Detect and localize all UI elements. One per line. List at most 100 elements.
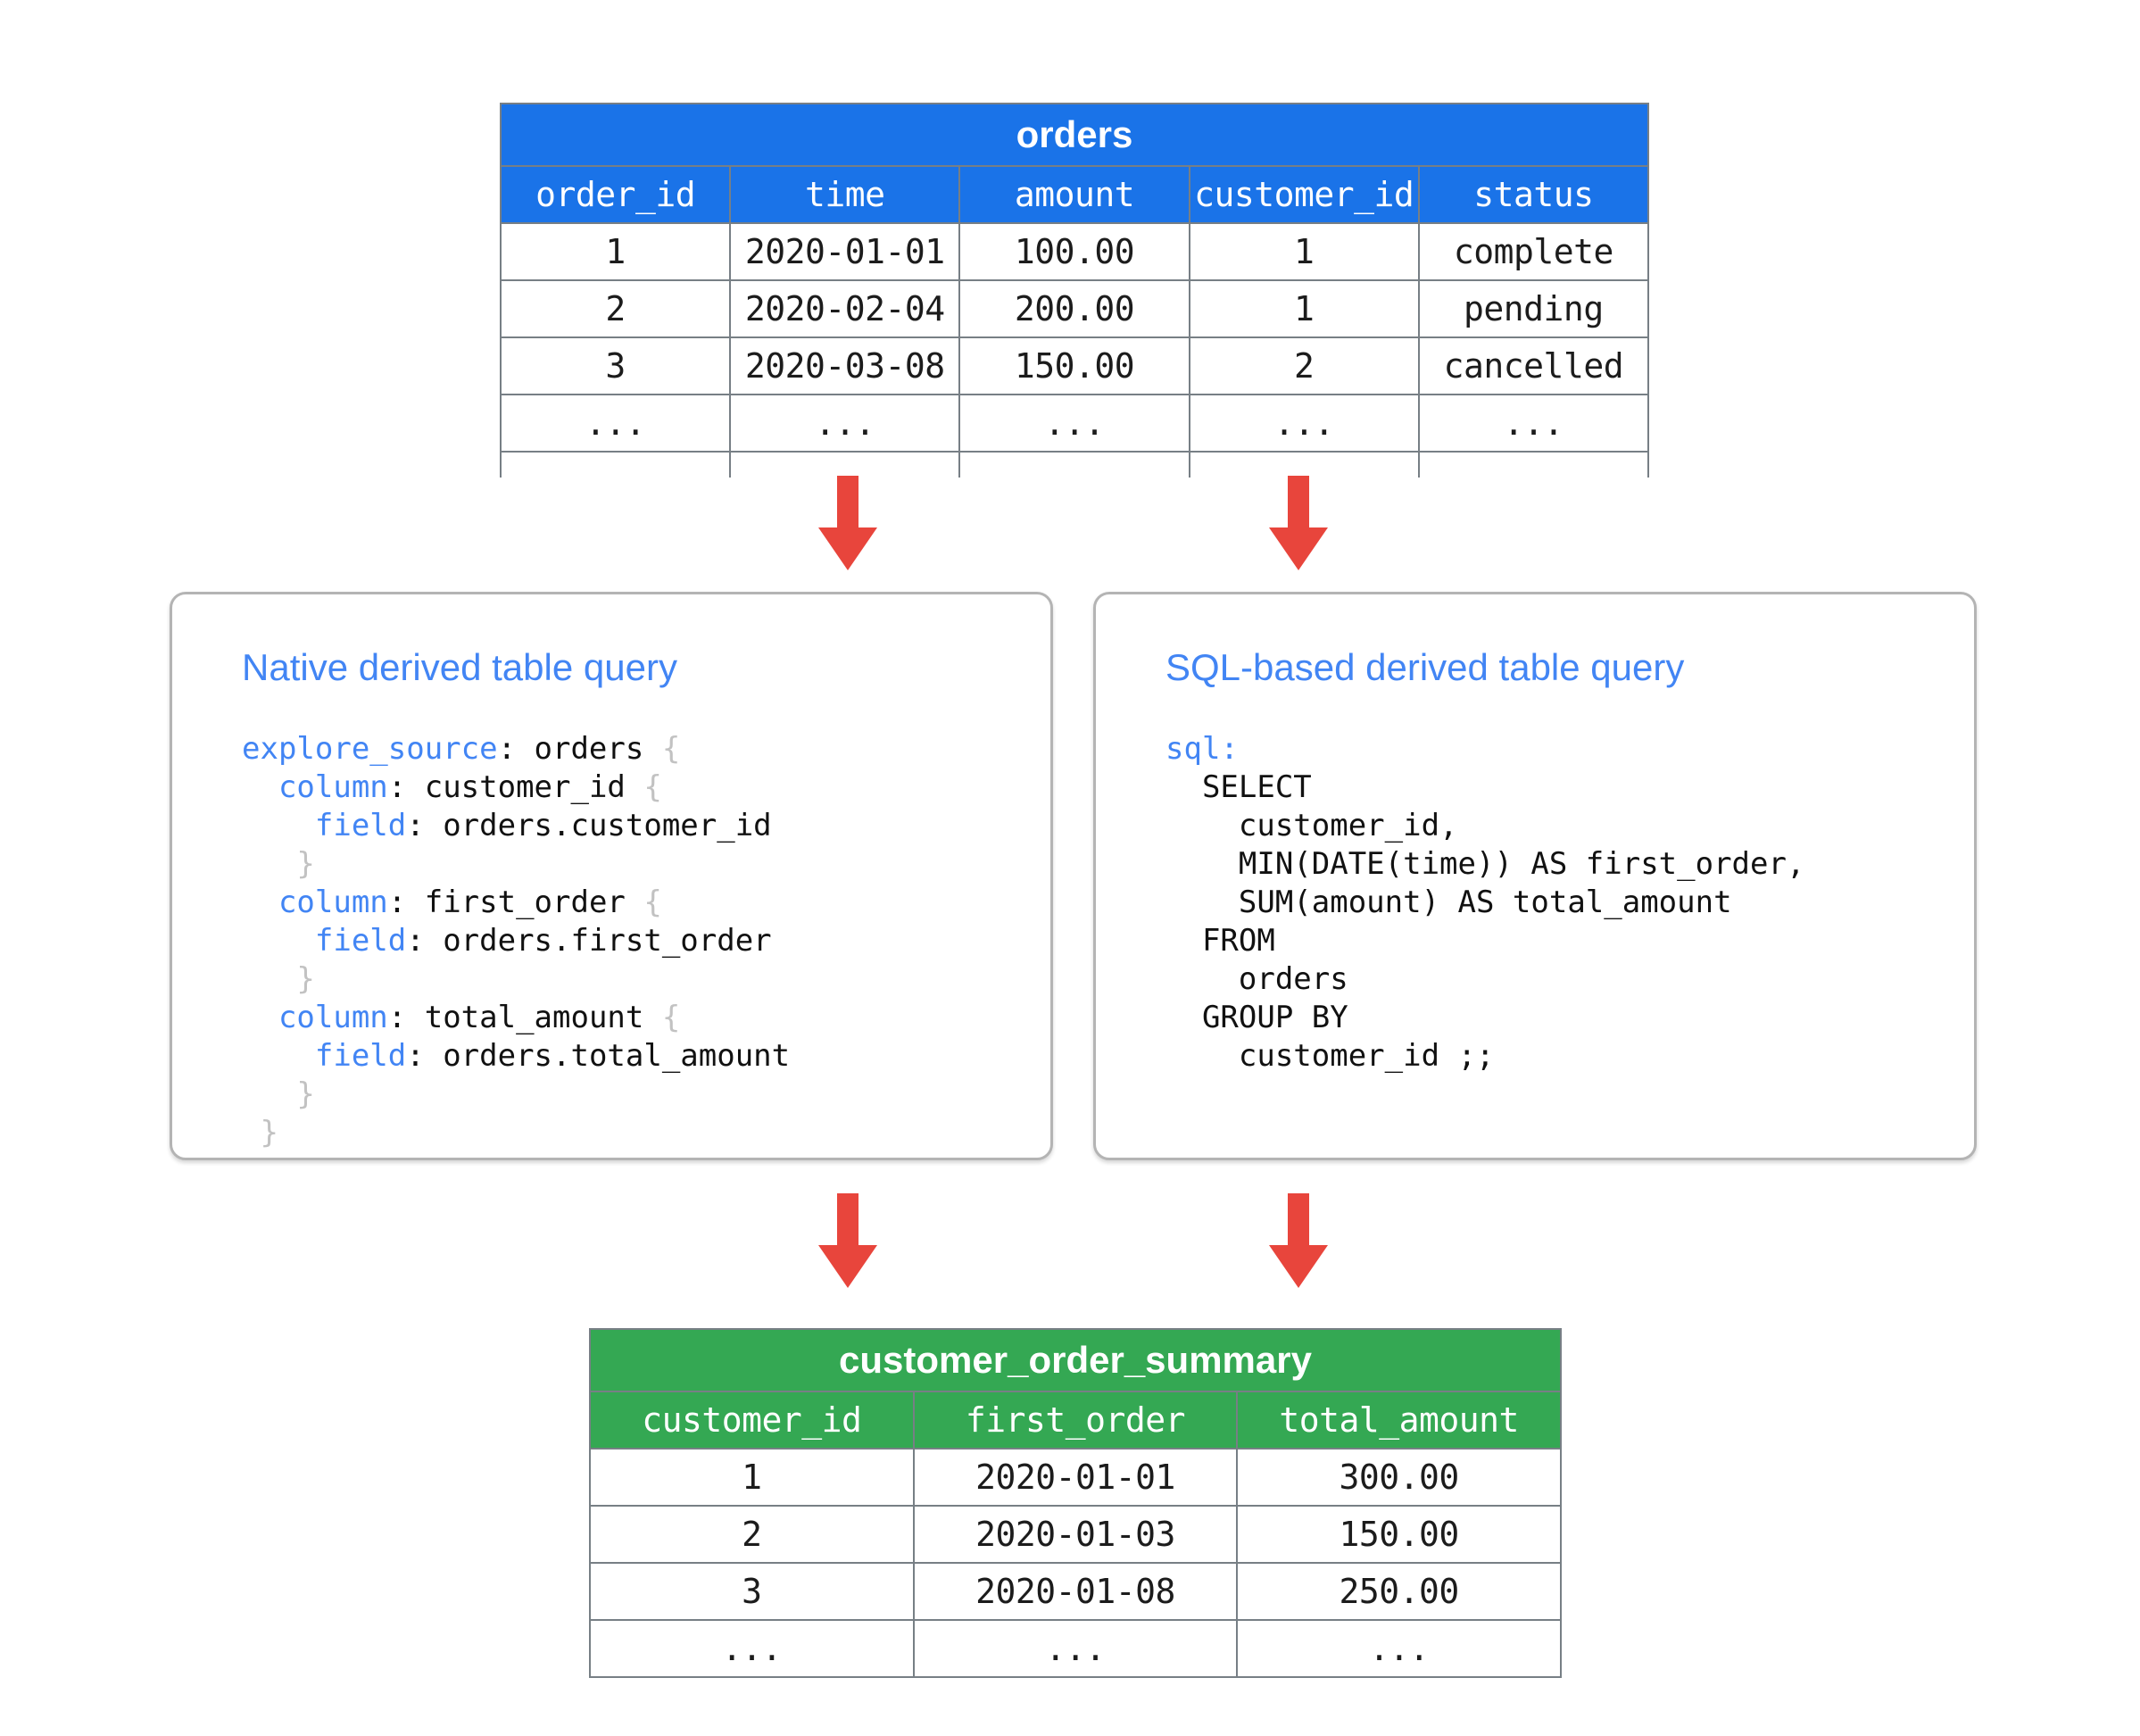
code-token: : first_order	[387, 885, 644, 920]
code-token: sql:	[1165, 731, 1239, 767]
native-code-block: explore_source: orders { column: custome…	[242, 730, 790, 1152]
summary-title-row: customer_order_summary	[589, 1328, 1562, 1392]
code-token	[242, 846, 296, 882]
orders-cell: 2020-03-08	[729, 336, 961, 395]
orders-cell: pending	[1417, 279, 1650, 338]
code-token: }	[296, 1076, 315, 1112]
code-line: SELECT	[1165, 768, 1804, 807]
orders-cell: 2	[1188, 336, 1420, 395]
arrow-shaft	[837, 476, 858, 531]
summary-cell: 250.00	[1236, 1562, 1562, 1621]
summary-cell: 2020-01-03	[912, 1505, 1239, 1564]
table-row: 3 2020-03-08 150.00 2 cancelled	[500, 336, 1650, 395]
table-row-ellipsis: ... ... ... ... ...	[500, 394, 1650, 453]
orders-column-header-amount: amount	[958, 165, 1190, 224]
summary-cell: 2020-01-08	[912, 1562, 1239, 1621]
code-token	[242, 961, 296, 997]
code-line: explore_source: orders {	[242, 730, 790, 768]
summary-cell: 300.00	[1236, 1448, 1562, 1507]
orders-cell: ...	[500, 394, 732, 453]
orders-cell: 2020-02-04	[729, 279, 961, 338]
code-token: : orders.total_amount	[406, 1038, 791, 1074]
code-token: orders	[1165, 961, 1348, 997]
code-token: field	[314, 1038, 407, 1074]
table-row: 3 2020-01-08 250.00	[589, 1562, 1562, 1621]
table-row-partial	[500, 451, 1650, 478]
orders-cell: cancelled	[1417, 336, 1650, 395]
code-token: explore_source	[242, 731, 498, 767]
orders-table-clip: orders order_id time amount customer_id …	[500, 103, 1653, 478]
orders-cell: 2	[500, 279, 732, 338]
code-token	[242, 808, 315, 843]
orders-cell	[500, 451, 732, 478]
code-token: {	[661, 731, 681, 767]
code-line: field: orders.total_amount	[242, 1037, 790, 1076]
orders-cell: 3	[500, 336, 732, 395]
orders-cell: 1	[1188, 222, 1420, 281]
arrow-shaft	[1288, 476, 1309, 531]
orders-column-header-time: time	[729, 165, 961, 224]
code-token	[242, 1076, 296, 1112]
arrow-head	[1269, 527, 1328, 570]
table-row: 1 2020-01-01 300.00	[589, 1448, 1562, 1507]
orders-cell: complete	[1417, 222, 1650, 281]
orders-cell	[729, 451, 961, 478]
code-line: FROM	[1165, 922, 1804, 960]
code-line: }	[242, 1114, 790, 1152]
orders-cell: 1	[500, 222, 732, 281]
code-token: : total_amount	[387, 1000, 662, 1035]
code-line: }	[242, 1076, 790, 1114]
summary-cell: 1	[589, 1448, 915, 1507]
customer-order-summary-table: customer_order_summary customer_id first…	[589, 1328, 1562, 1678]
code-line: }	[242, 845, 790, 884]
arrow-shaft	[837, 1193, 858, 1249]
code-token: GROUP BY	[1165, 1000, 1348, 1035]
orders-table-title: orders	[500, 103, 1649, 167]
orders-cell: 200.00	[958, 279, 1190, 338]
arrow-down-icon	[1269, 476, 1328, 570]
table-row-ellipsis: ... ... ...	[589, 1619, 1562, 1678]
summary-cell: ...	[1236, 1619, 1562, 1678]
orders-cell	[958, 451, 1190, 478]
orders-column-header-status: status	[1417, 165, 1650, 224]
code-token: }	[296, 846, 315, 882]
code-line: field: orders.customer_id	[242, 807, 790, 845]
code-token: : orders.customer_id	[406, 808, 772, 843]
summary-cell: 2020-01-01	[912, 1448, 1239, 1507]
code-token: : orders.first_order	[406, 923, 772, 959]
code-token	[242, 1000, 278, 1035]
summary-column-header-total-amount: total_amount	[1236, 1391, 1562, 1449]
code-token	[242, 1038, 315, 1074]
code-line: sql:	[1165, 730, 1804, 768]
code-token: SUM(amount) AS total_amount	[1165, 885, 1732, 920]
arrow-down-icon	[1269, 1193, 1328, 1288]
code-token: {	[661, 1000, 681, 1035]
summary-table-body: customer_order_summary customer_id first…	[589, 1328, 1562, 1678]
code-token: : customer_id	[387, 769, 644, 805]
orders-column-header-order-id: order_id	[500, 165, 732, 224]
orders-cell	[1417, 451, 1650, 478]
summary-cell: 2	[589, 1505, 915, 1564]
native-derived-table-panel: Native derived table query explore_sourc…	[170, 592, 1053, 1160]
sql-derived-table-panel: SQL-based derived table query sql: SELEC…	[1093, 592, 1977, 1160]
summary-cell: 3	[589, 1562, 915, 1621]
code-token: column	[278, 769, 388, 805]
orders-header-row: order_id time amount customer_id status	[500, 165, 1650, 224]
code-token	[242, 1115, 260, 1150]
code-line: }	[242, 960, 790, 999]
orders-cell: ...	[729, 394, 961, 453]
table-row: 1 2020-01-01 100.00 1 complete	[500, 222, 1650, 281]
code-token: FROM	[1165, 923, 1275, 959]
code-token: column	[278, 1000, 388, 1035]
code-line: customer_id ;;	[1165, 1037, 1804, 1076]
orders-cell: 1	[1188, 279, 1420, 338]
orders-cell	[1188, 451, 1420, 478]
code-token: {	[643, 769, 662, 805]
code-line: customer_id,	[1165, 807, 1804, 845]
code-token: customer_id,	[1165, 808, 1458, 843]
code-line: column: total_amount {	[242, 999, 790, 1037]
arrow-head	[1269, 1245, 1328, 1288]
code-token	[242, 769, 278, 805]
code-token: customer_id ;;	[1165, 1038, 1495, 1074]
